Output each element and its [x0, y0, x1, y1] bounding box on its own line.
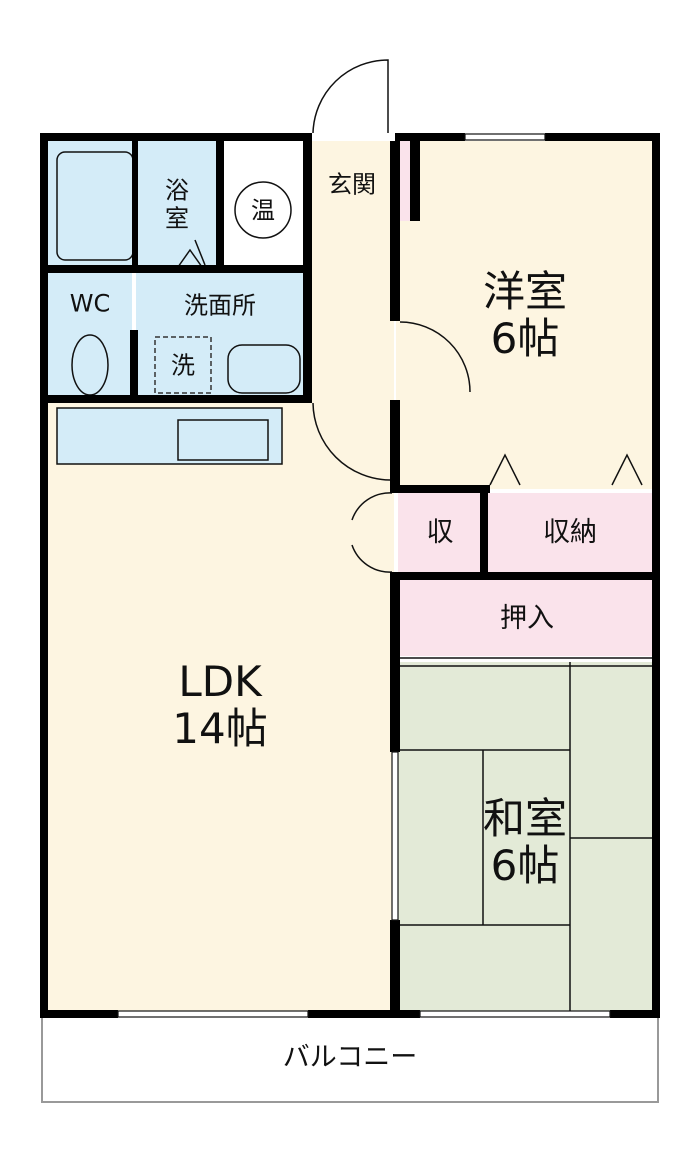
water-heater-label: 温	[251, 196, 275, 225]
ldk-size: 14帖	[172, 704, 268, 753]
washbasin	[227, 344, 301, 394]
oshiire-label: 押入	[500, 602, 554, 634]
ldk-label: LDK 14帖	[172, 658, 267, 752]
toilet-icon	[71, 334, 109, 396]
kitchen-sink	[177, 419, 269, 461]
bathroom-floor	[136, 141, 220, 267]
toilet-label: WC	[69, 289, 111, 318]
windows	[117, 133, 611, 1018]
entrance-label: 玄関	[328, 170, 376, 199]
tatami-floor	[398, 662, 654, 1012]
oshiire-floor	[398, 580, 654, 656]
closet-label: 収納	[543, 516, 597, 548]
closet-small-floor	[398, 493, 482, 573]
western-room-name: 洋室	[482, 266, 568, 316]
closet-small-label: 収	[426, 516, 454, 548]
western-room-floor	[396, 141, 656, 489]
western-room-size: 6帖	[490, 314, 560, 363]
bathtub	[56, 151, 134, 261]
closet-floor	[486, 493, 654, 573]
western-room-label: 洋室 6帖	[483, 268, 567, 362]
japanese-room-size: 6帖	[490, 841, 560, 890]
japanese-room-label: 和室 6帖	[483, 795, 567, 889]
hallway-floor	[308, 141, 394, 491]
japanese-room-name: 和室	[482, 793, 568, 843]
door-swings	[177, 59, 643, 573]
balcony	[41, 1015, 659, 1103]
ldk-floor	[44, 400, 394, 1014]
walls	[40, 133, 660, 1018]
washer-label: 洗	[171, 351, 195, 380]
bathroom-label: 浴室	[165, 176, 189, 232]
washroom-label: 洗面所	[184, 291, 256, 320]
water-heater-icon	[234, 181, 292, 239]
ldk-name: LDK	[178, 656, 262, 706]
balcony-label: バルコニー	[282, 1041, 418, 1073]
washer-space	[154, 336, 212, 394]
tatami-mats	[398, 657, 654, 1012]
